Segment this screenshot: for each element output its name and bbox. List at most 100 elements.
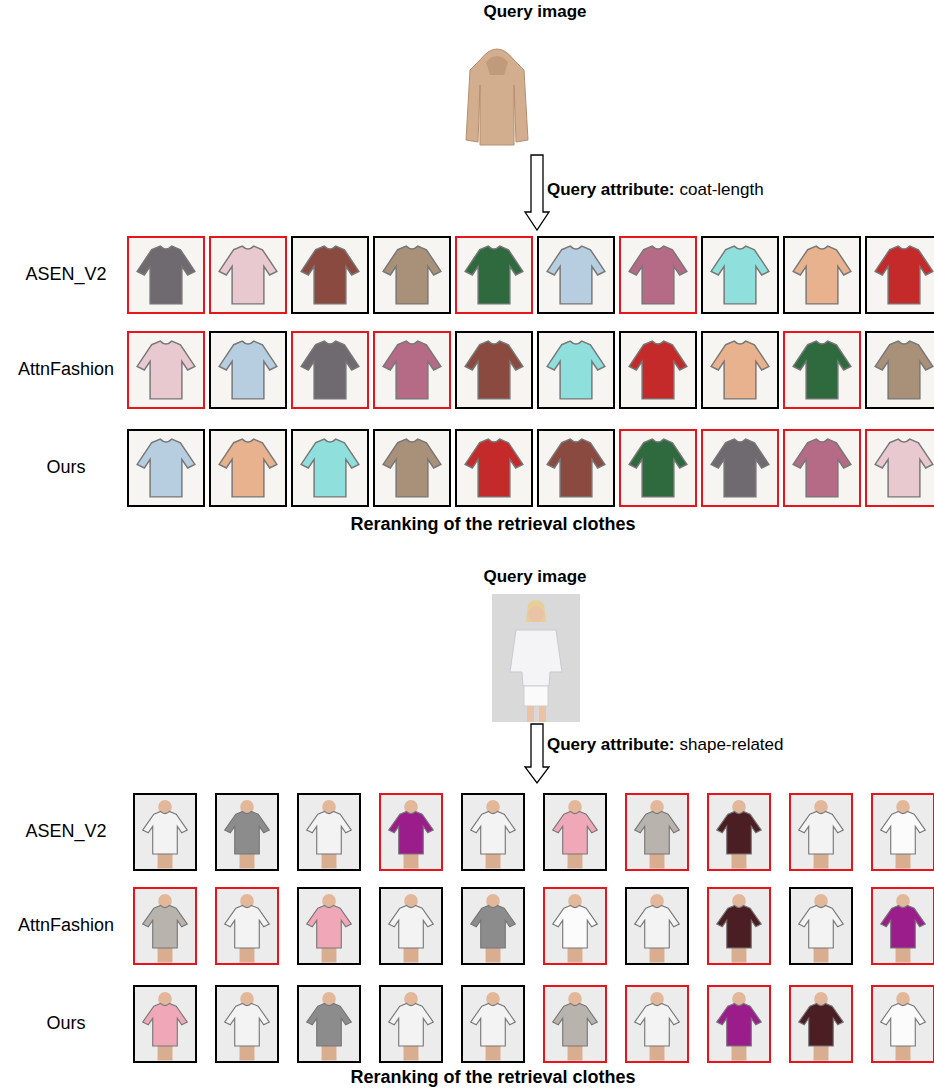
thumbnail-ground <box>544 794 606 870</box>
model-legs <box>896 947 911 962</box>
retrieved-thumbnail <box>708 986 770 1062</box>
thumbnail-ground <box>374 430 450 506</box>
thumbnail-border <box>134 888 196 964</box>
garment <box>799 811 844 854</box>
thumbnail-border <box>374 237 450 313</box>
retrieved-thumbnail <box>380 888 442 964</box>
model-legs <box>732 853 747 868</box>
retrieved-thumbnail <box>374 237 450 313</box>
hollow-arrow <box>525 724 549 783</box>
thumbnail-ground <box>708 794 770 870</box>
thumbnail-border <box>374 430 450 506</box>
thumbnail-border <box>538 332 614 408</box>
thumbnail-ground <box>380 986 442 1062</box>
retrieved-thumbnail <box>702 237 778 313</box>
garment <box>629 439 687 497</box>
retrieved-thumbnail <box>544 986 606 1062</box>
retrieved-thumbnail <box>544 888 606 964</box>
thumbnail-border <box>784 237 860 313</box>
retrieved-thumbnail <box>866 430 934 506</box>
model-legs <box>158 1045 173 1060</box>
thumbnail-ground <box>626 888 688 964</box>
model-legs <box>650 1045 665 1060</box>
model-legs <box>158 947 173 962</box>
thumbnail-border <box>128 430 204 506</box>
thumbnail-border <box>128 237 204 313</box>
thumbnail-border <box>292 332 368 408</box>
model-legs <box>404 1045 419 1060</box>
thumbnail-border <box>872 794 934 870</box>
model-legs <box>240 853 255 868</box>
retrieved-thumbnail <box>292 430 368 506</box>
thumbnail-grid <box>128 237 934 1062</box>
garment <box>717 905 762 948</box>
thumbnail-border <box>380 794 442 870</box>
garment <box>389 905 434 948</box>
retrieved-thumbnail <box>210 237 286 313</box>
garment <box>711 246 769 304</box>
thumbnail-border <box>702 430 778 506</box>
thumbnail-border <box>702 332 778 408</box>
retrieved-thumbnail <box>128 430 204 506</box>
attribute-value: shape-related <box>680 735 784 755</box>
thumbnail-ground <box>620 430 696 506</box>
thumbnail-ground <box>626 986 688 1062</box>
retrieved-thumbnail <box>462 986 524 1062</box>
thumbnail-border <box>134 986 196 1062</box>
thumbnail-ground <box>292 332 368 408</box>
retrieved-thumbnail <box>128 332 204 408</box>
thumbnail-ground <box>134 794 196 870</box>
retrieved-thumbnail <box>380 794 442 870</box>
retrieved-thumbnail <box>872 794 934 870</box>
retrieved-thumbnail <box>134 888 196 964</box>
model-legs <box>896 1045 911 1060</box>
thumbnail-border <box>872 986 934 1062</box>
garment <box>225 1003 270 1046</box>
thumbnail-ground <box>872 888 934 964</box>
thumbnail-border <box>374 332 450 408</box>
thumbnail-ground <box>538 237 614 313</box>
garment <box>307 811 352 854</box>
retrieved-thumbnail <box>374 430 450 506</box>
thumbnail-border <box>790 986 852 1062</box>
thumbnail-ground <box>790 888 852 964</box>
garment <box>635 811 680 854</box>
thumbnail-ground <box>544 986 606 1062</box>
garment <box>793 246 851 304</box>
garment <box>553 905 598 948</box>
model-legs <box>322 1045 337 1060</box>
thumbnail-border <box>538 237 614 313</box>
thumbnail-border <box>134 794 196 870</box>
retrieved-thumbnail <box>456 430 532 506</box>
query-attribute: Query attribute:shape-related <box>547 735 784 755</box>
retrieved-thumbnail <box>298 888 360 964</box>
thumbnail-border <box>216 794 278 870</box>
thumbnail-ground <box>128 237 204 313</box>
garment <box>137 341 195 399</box>
model-legs <box>486 947 501 962</box>
thumbnail-ground <box>784 430 860 506</box>
thumbnail-border <box>790 794 852 870</box>
retrieved-thumbnail <box>456 237 532 313</box>
thumbnail-ground <box>292 430 368 506</box>
model-legs <box>568 1045 583 1060</box>
thumbnail-ground <box>784 237 860 313</box>
thumbnail-ground <box>620 332 696 408</box>
thumbnail-ground <box>866 430 934 506</box>
garment <box>875 439 933 497</box>
thumbnail-ground <box>462 794 524 870</box>
thumbnail-ground <box>374 332 450 408</box>
thumbnail-ground <box>872 986 934 1062</box>
retrieved-thumbnail <box>702 430 778 506</box>
attribute-value: coat-length <box>680 180 764 200</box>
model-legs <box>486 853 501 868</box>
thumbnail-ground <box>128 332 204 408</box>
model-legs <box>650 853 665 868</box>
retrieved-thumbnail <box>134 986 196 1062</box>
retrieved-thumbnail <box>784 332 860 408</box>
thumbnail-ground <box>216 794 278 870</box>
thumbnail-ground <box>538 430 614 506</box>
thumbnail-ground <box>292 237 368 313</box>
thumbnail-ground <box>462 888 524 964</box>
retrieved-thumbnail <box>462 888 524 964</box>
